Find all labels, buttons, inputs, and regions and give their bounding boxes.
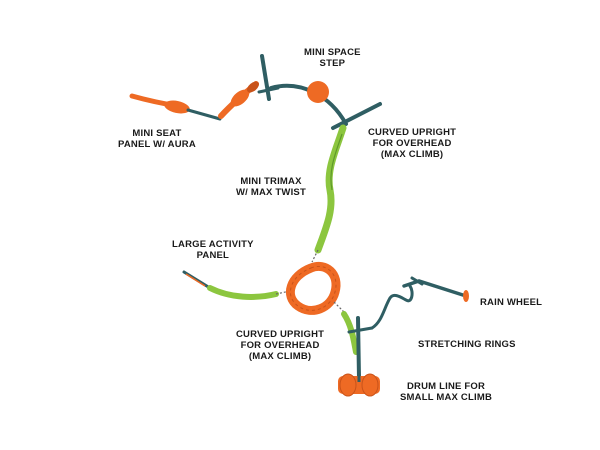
label-curved-upright-bottom: CURVED UPRIGHT FOR OVERHEAD (MAX CLIMB)	[236, 329, 325, 362]
label-stretching-rings: STRETCHING RINGS	[418, 339, 516, 350]
mini-seat-panel-component	[129, 81, 259, 121]
label-mini-trimax: MINI TRIMAX W/ MAX TWIST	[236, 176, 306, 198]
top-upright-post	[257, 54, 280, 101]
label-rain-wheel: RAIN WHEEL	[480, 297, 543, 308]
central-climber-rosette	[285, 262, 341, 315]
drum-line-component	[338, 370, 380, 397]
label-curved-upright-top: CURVED UPRIGHT FOR OVERHEAD (MAX CLIMB)	[368, 127, 457, 160]
lower-upright-component	[333, 301, 374, 380]
label-mini-seat-panel: MINI SEAT PANEL W/ AURA	[118, 128, 196, 150]
label-drum-line: DRUM LINE FOR SMALL MAX CLIMB	[400, 381, 493, 403]
mini-trimax-component	[311, 124, 347, 263]
label-mini-space-step: MINI SPACE STEP	[304, 47, 361, 69]
label-large-activity-panel: LARGE ACTIVITY PANEL	[172, 239, 254, 261]
curved-overhead-arch	[269, 81, 382, 130]
large-activity-panel-component	[182, 270, 291, 300]
stretching-rings-component	[370, 284, 414, 330]
rain-wheel-component	[402, 276, 469, 302]
